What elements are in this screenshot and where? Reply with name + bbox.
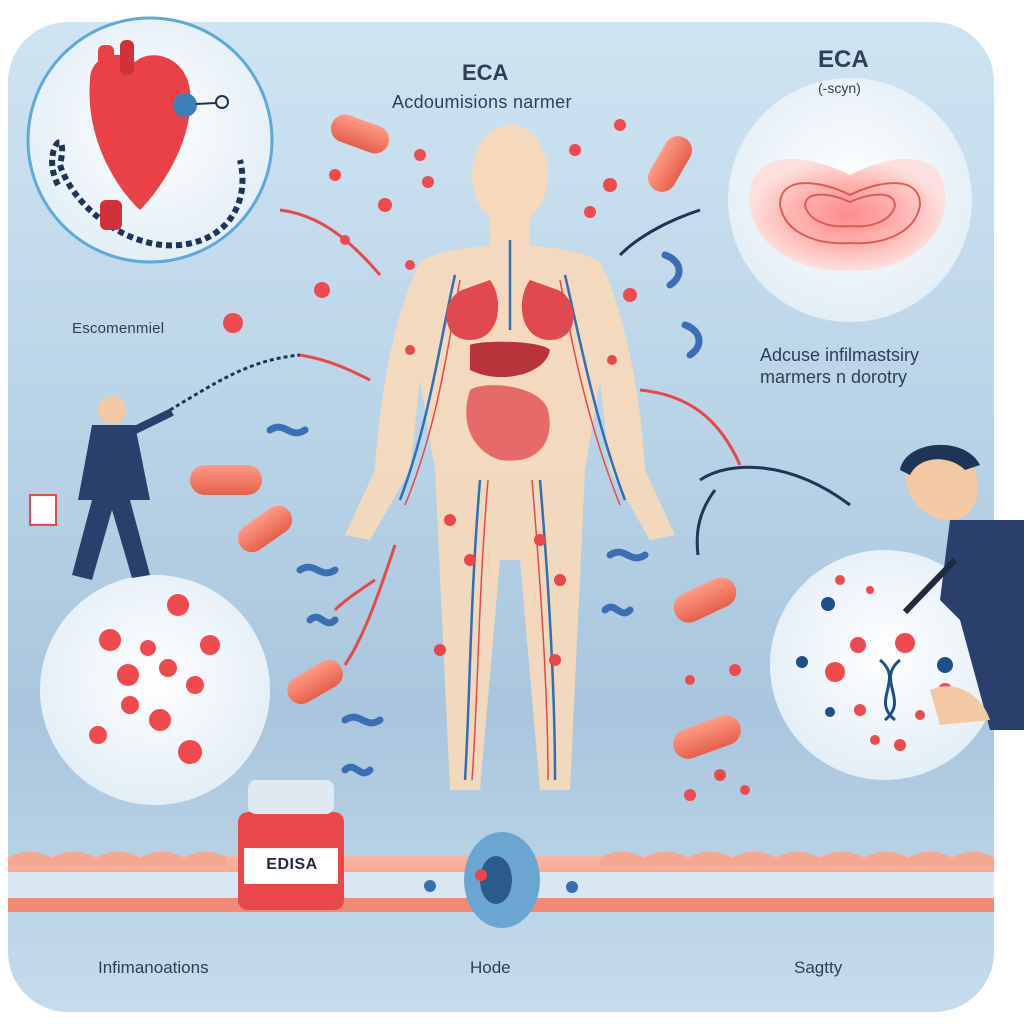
vessel-tube	[49, 139, 246, 249]
footer-left: Infimanoations	[98, 958, 209, 977]
medicine-jar	[238, 780, 344, 910]
subtitle-center: Acdoumisions narmer	[392, 92, 572, 112]
body-figure	[345, 125, 675, 790]
lung-left	[446, 280, 499, 340]
subtitle-right: (-scyn)	[818, 80, 861, 96]
businessman-figure	[29, 396, 174, 580]
footer-right: Sagtty	[794, 958, 843, 977]
heart-icon	[89, 40, 197, 230]
heart-circle	[26, 16, 274, 264]
title-right: ECA	[818, 46, 869, 73]
bacteria	[266, 251, 703, 777]
footer-middle: Hode	[470, 958, 511, 977]
title-center: ECA	[462, 60, 509, 85]
flow-arrows	[169, 208, 851, 666]
inflammation-circle	[728, 78, 972, 322]
blood-cell	[223, 119, 750, 801]
cells-circle-left	[40, 575, 270, 805]
label-left: Escomenmiel	[72, 320, 165, 337]
businessman-figure	[900, 444, 1024, 730]
lung-right	[521, 280, 574, 340]
dna-strand	[879, 658, 901, 722]
label-right-line-1: Adcuse infilmastsiry	[760, 345, 920, 365]
liver	[470, 341, 550, 378]
ring-donut	[464, 832, 540, 928]
jar-label: EDISA	[266, 856, 318, 873]
pill-capsule	[190, 114, 741, 759]
tissue-blob	[749, 158, 946, 271]
intestine	[466, 385, 550, 461]
label-right-line-2: marmers n dorotry	[760, 367, 908, 387]
label-right: Adcuse infilmastsiry marmers n dorotry	[760, 344, 919, 388]
blood-cell	[89, 594, 220, 764]
